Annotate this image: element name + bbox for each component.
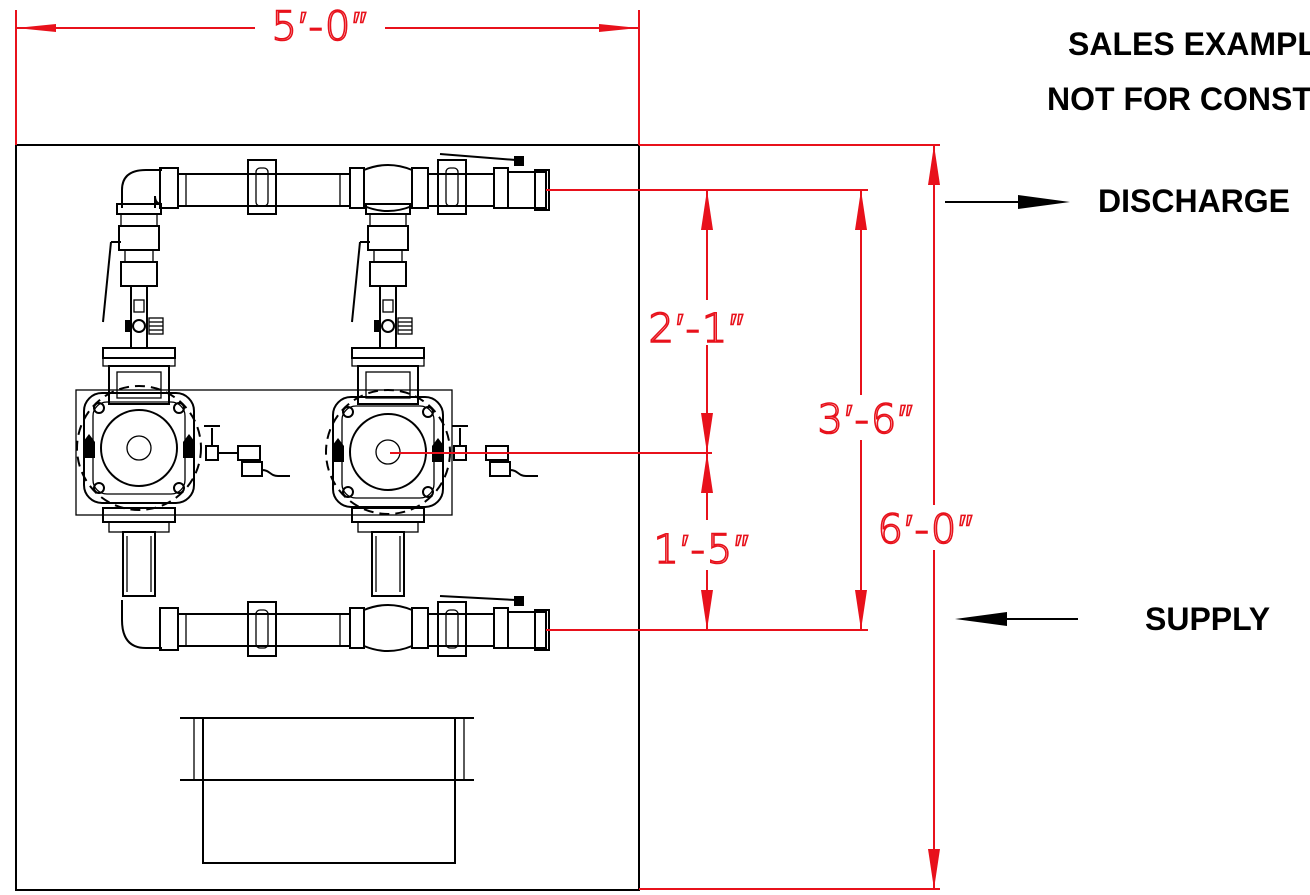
supply-header <box>121 595 550 657</box>
supply-to-pump-label: 1′-5″ <box>654 527 751 573</box>
dimension-pump-to-discharge: 2′-1″ <box>648 190 746 453</box>
supply-to-discharge-label: 3′-6″ <box>818 397 915 443</box>
dimension-width: 5′-0″ <box>15 3 640 145</box>
discharge-header <box>121 153 550 215</box>
pump-to-discharge-label: 2′-1″ <box>649 306 746 352</box>
supply-label: SUPPLY <box>1145 601 1270 637</box>
discharge-arrow <box>945 195 1070 209</box>
sales-note-line1: SALES EXAMPLE <box>1068 26 1310 62</box>
drip-pan <box>180 717 474 864</box>
dimension-height-total: 6′-0″ <box>877 145 975 889</box>
height-total-label: 6′-0″ <box>878 507 975 553</box>
supply-arrow <box>955 612 1078 626</box>
dimension-supply-to-pump: 1′-5″ <box>653 453 751 630</box>
pump-right <box>325 203 539 597</box>
skid-frame <box>15 144 640 891</box>
dimension-supply-to-discharge: 3′-6″ <box>817 190 915 630</box>
width-label: 5′-0″ <box>272 4 369 50</box>
discharge-label: DISCHARGE <box>1098 183 1290 219</box>
pump-left <box>76 203 291 597</box>
sales-note-line2: NOT FOR CONSTRUCTION <box>1047 81 1310 117</box>
